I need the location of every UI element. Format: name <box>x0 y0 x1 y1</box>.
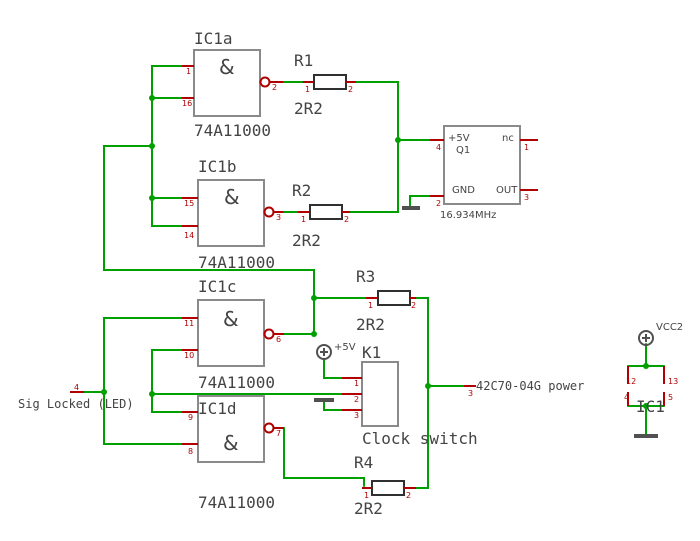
gate-name: IC1d <box>198 399 237 418</box>
pin-label-gnd: GND <box>452 185 475 196</box>
signal-labels: 4 Sig Locked (LED) 3 42C70-04G power <box>18 379 584 411</box>
pin-number: 11 <box>184 319 194 328</box>
pin-number: 1 <box>524 143 529 152</box>
pin-number: 2 <box>344 215 349 224</box>
gate-name: IC1a <box>194 29 233 48</box>
switch-name: K1 <box>362 343 381 362</box>
pin-number: 16 <box>182 99 192 108</box>
resistor-value: 2R2 <box>354 499 383 518</box>
resistor-value: 2R2 <box>356 315 385 334</box>
resistor-r4: R4 2R2 1 2 <box>354 453 416 518</box>
pin-number: 2 <box>348 85 353 94</box>
resistor-name: R3 <box>356 267 375 286</box>
resistor-value: 2R2 <box>294 99 323 118</box>
resistor-value: 2R2 <box>292 231 321 250</box>
resistor-r2: R2 2R2 1 2 <box>283 181 350 250</box>
supply-symbol <box>638 330 654 346</box>
pin-number: 1 <box>364 491 369 500</box>
gate-name: IC1b <box>198 157 237 176</box>
gate-part: 74A11000 <box>198 253 275 272</box>
supply-label: +5V <box>334 342 356 353</box>
ic-name: IC1 <box>636 397 665 416</box>
supply-label: VCC2 <box>656 322 683 333</box>
pin-number: 4 <box>436 143 441 152</box>
pin-number: 1 <box>186 67 191 76</box>
sig-locked-label: Sig Locked (LED) <box>18 397 134 411</box>
junctions <box>101 95 649 409</box>
pin-label-out: OUT <box>496 185 518 196</box>
gate-part: 74A11000 <box>194 121 271 140</box>
power-ic1: VCC2 12 13 4 5 IC1 <box>624 322 683 438</box>
pin-number: 1 <box>354 379 359 388</box>
and-symbol: & <box>219 55 235 79</box>
resistor-name: R1 <box>294 51 313 70</box>
and-symbol: & <box>224 185 240 209</box>
supply-symbol <box>316 344 332 360</box>
pin-number: 3 <box>354 411 359 420</box>
oscillator-q1: +5V Q1 nc GND OUT 16.934MHz 4 1 2 3 <box>402 125 538 221</box>
gate-name: IC1c <box>198 277 237 296</box>
pin-number: 1 <box>301 215 306 224</box>
pin-number: 6 <box>276 335 281 344</box>
pin-number: 2 <box>354 395 359 404</box>
pin-number: 7 <box>276 429 281 438</box>
wires <box>83 65 665 489</box>
pin-number: 13 <box>668 377 678 386</box>
oscillator-frequency: 16.934MHz <box>440 210 496 221</box>
resistor-r1: R1 2R2 1 2 <box>283 51 356 118</box>
gate-part: 74A11000 <box>198 373 275 392</box>
pin-number: 8 <box>188 447 193 456</box>
pin-number: 2 <box>436 199 441 208</box>
pin-label-vcc: +5V <box>448 133 470 144</box>
pin-number: 2 <box>411 301 416 310</box>
pin-number: 3 <box>276 213 281 222</box>
pin-number: 14 <box>184 231 194 240</box>
pin-number: 15 <box>184 199 194 208</box>
pin-number: 2 <box>406 491 411 500</box>
pin-number: 9 <box>188 413 193 422</box>
pin-number: 4 <box>74 383 79 392</box>
pin-number: 5 <box>668 393 673 402</box>
gate-ic1b: IC1b & 74A11000 15 14 3 <box>182 157 284 272</box>
pin-number: 4 <box>624 393 629 402</box>
power-net-label: 42C70-04G power <box>476 379 584 393</box>
gate-ic1c: IC1c & 74A11000 11 10 6 <box>182 277 284 392</box>
pin-label-nc: nc <box>502 133 514 144</box>
resistor-name: R4 <box>354 453 373 472</box>
gate-ic1a: IC1a & 74A11000 1 16 2 <box>182 29 284 140</box>
switch-label: Clock switch <box>362 429 478 448</box>
oscillator-name: Q1 <box>456 145 470 156</box>
pin-number: 10 <box>184 351 194 360</box>
pin-number: 2 <box>272 83 277 92</box>
pin-number: 1 <box>305 85 310 94</box>
gate-part: 74A11000 <box>198 493 275 512</box>
switch-k1: 1 2 3 K1 Clock switch +5V <box>314 342 478 448</box>
gate-ic1d: IC1d & 74A11000 9 8 7 <box>182 395 284 512</box>
pin-number: 3 <box>468 389 473 398</box>
pin-number: 3 <box>524 193 529 202</box>
and-symbol: & <box>223 431 239 455</box>
pin-number: 1 <box>368 301 373 310</box>
pin-number: 12 <box>626 377 636 386</box>
resistor-r3: R3 2R2 1 2 <box>356 267 416 334</box>
resistor-name: R2 <box>292 181 311 200</box>
and-symbol: & <box>223 307 239 331</box>
